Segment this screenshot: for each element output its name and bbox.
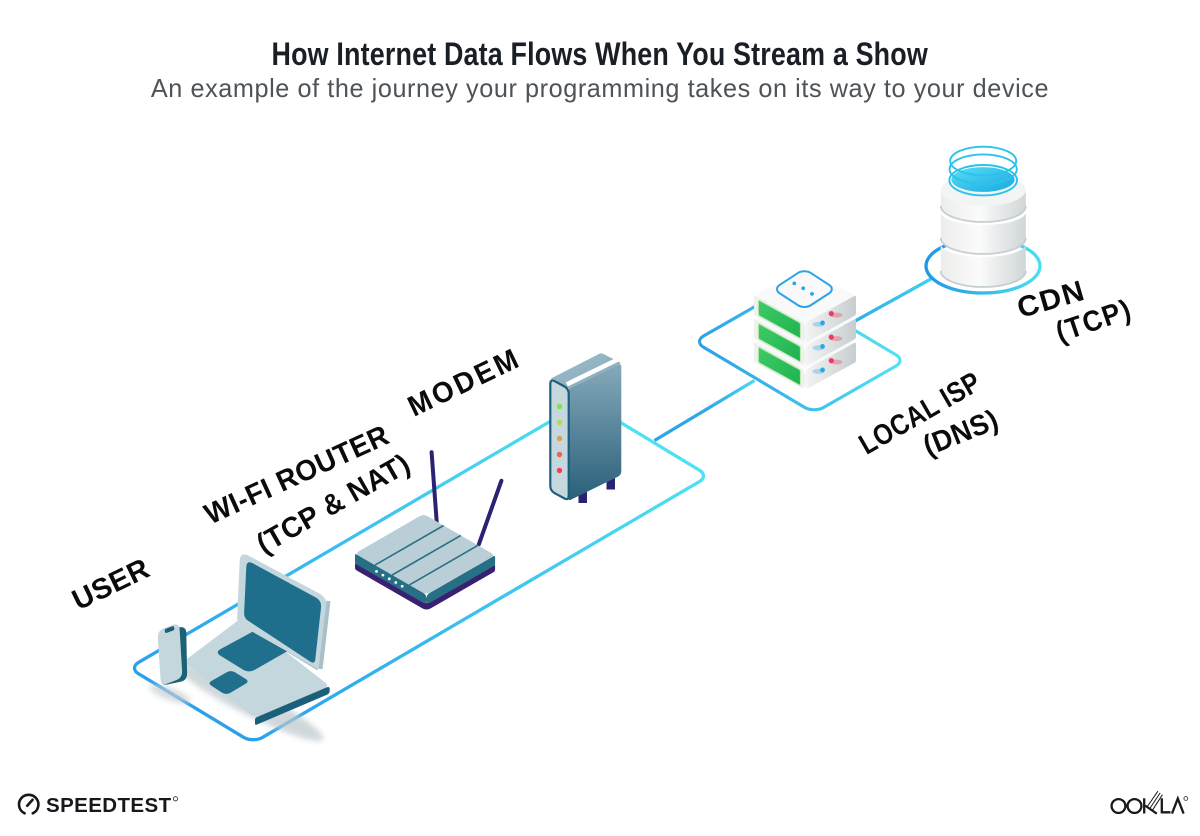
svg-text:USER: USER bbox=[67, 552, 155, 617]
svg-text:MODEM: MODEM bbox=[403, 342, 526, 424]
svg-text:SPEEDTEST: SPEEDTEST bbox=[46, 794, 172, 817]
